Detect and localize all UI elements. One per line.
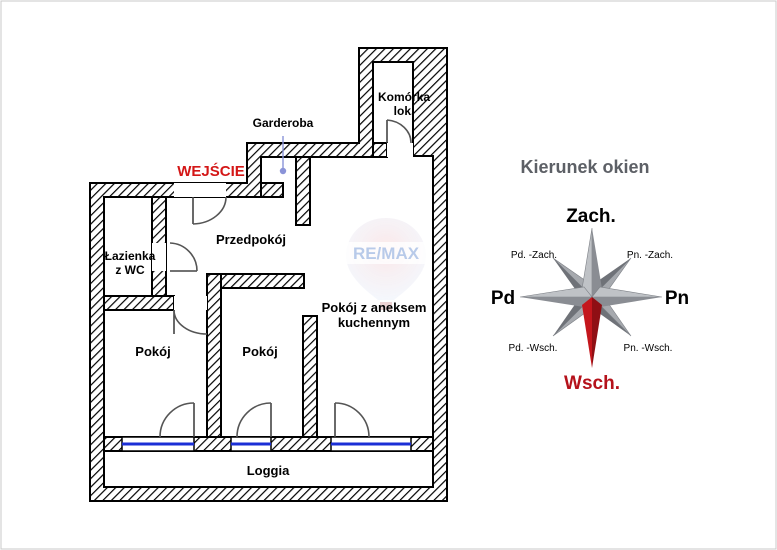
doors [152, 119, 413, 438]
compass-south: Wsch. [564, 373, 620, 394]
label-pokoj-aneks-line2: kuchennym [338, 315, 410, 330]
remax-watermark: RE/MAX [346, 218, 426, 310]
label-komorka-line2: lok. [394, 104, 415, 118]
windows [121, 436, 412, 452]
label-pokoj-aneks: Pokój z aneksem [322, 300, 427, 315]
label-komorka: Komórka [378, 90, 430, 104]
label-loggia: Loggia [247, 463, 290, 478]
label-pokoj-left: Pokój [135, 344, 170, 359]
compass-sw: Pd. -Wsch. [509, 343, 558, 354]
label-garderoba: Garderoba [253, 116, 314, 130]
compass-west: Pd [491, 288, 515, 309]
room-labels: Garderoba Komórka lok. WEJŚCIE Łazienka … [105, 90, 431, 478]
label-pokoj-middle: Pokój [242, 344, 277, 359]
compass-ne: Pn. -Zach. [627, 250, 673, 261]
compass-east: Pn [665, 288, 689, 309]
compass-nw: Pd. -Zach. [511, 250, 557, 261]
label-lazienka: Łazienka [105, 249, 156, 263]
compass-cardinal-points [519, 227, 663, 368]
garderoba-pointer-dot [279, 167, 287, 175]
watermark-text: RE/MAX [353, 244, 420, 263]
label-lazienka-line2: z WC [115, 263, 145, 277]
label-wejscie: WEJŚCIE [177, 162, 245, 180]
compass: Kierunek okien Zach. [491, 157, 689, 394]
label-przedpokoj: Przedpokój [216, 232, 286, 247]
compass-title: Kierunek okien [520, 157, 649, 177]
compass-se: Pn. -Wsch. [624, 343, 673, 354]
compass-north: Zach. [566, 206, 616, 227]
